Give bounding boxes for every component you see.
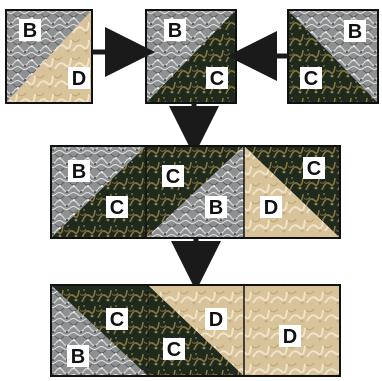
step2-block3: C D — [244, 146, 340, 238]
label-box — [205, 196, 227, 218]
step3-outline — [50, 284, 341, 377]
label-box — [164, 19, 186, 41]
label-box — [303, 157, 325, 179]
fabric-label: C — [110, 197, 124, 219]
fabric-label: D — [72, 68, 86, 90]
label-box — [344, 20, 366, 42]
fabric-label: B — [209, 197, 223, 219]
square-outline — [5, 9, 93, 104]
fabric-label: D — [209, 309, 223, 331]
fabric-label: B — [71, 346, 85, 368]
label-box — [205, 308, 227, 330]
step2-block1: B C — [51, 146, 146, 238]
fabric-label: B — [348, 21, 362, 43]
fabric-label: C — [307, 158, 321, 180]
fabric-label: B — [23, 20, 37, 42]
label-box — [279, 325, 301, 347]
label-box — [300, 67, 322, 89]
fabric-label: C — [167, 339, 181, 361]
fabric-label: C — [110, 309, 124, 331]
step3-right-section: D — [244, 285, 340, 376]
label-box — [162, 165, 184, 187]
label-box — [68, 160, 90, 182]
label-box — [260, 196, 282, 218]
fabric-label: D — [264, 197, 278, 219]
step1-left-square: B D — [5, 9, 93, 104]
label-box — [106, 196, 128, 218]
step1-center-square: B C — [145, 9, 237, 104]
step3-left-section: C B — [51, 285, 148, 376]
label-box — [206, 67, 228, 89]
fabric-d-triangle — [148, 285, 244, 376]
step2-block2: C B — [146, 146, 244, 238]
fabric-label: B — [72, 161, 86, 183]
fabric-c-triangle — [51, 285, 148, 376]
label-box — [163, 338, 185, 360]
label-box — [106, 308, 128, 330]
label-box — [19, 19, 41, 41]
label-box — [68, 67, 90, 89]
fabric-label: B — [168, 20, 182, 42]
fabric-label: D — [283, 326, 297, 348]
step1-right-square: B C — [287, 9, 379, 104]
step3-middle-section: D C — [148, 285, 244, 376]
fabric-label: C — [166, 166, 180, 188]
label-box — [67, 345, 89, 367]
fabric-label: C — [304, 68, 318, 90]
fabric-label: C — [210, 68, 224, 90]
